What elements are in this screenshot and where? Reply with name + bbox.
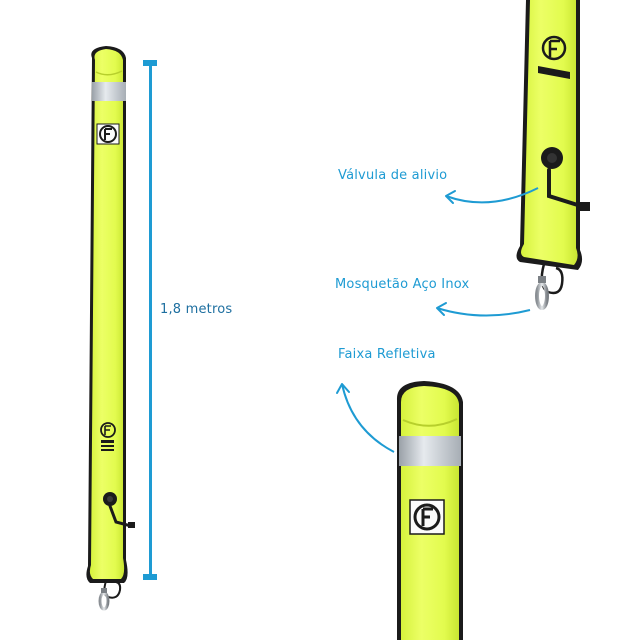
reflective-label: Faixa Refletiva	[338, 347, 436, 362]
valve-label: Válvula de alivio	[338, 168, 448, 183]
carabiner-icon	[98, 588, 110, 611]
reflective-callout-arrow	[336, 383, 395, 453]
carabiner-detail-icon	[535, 276, 549, 310]
full-buoy	[86, 46, 135, 611]
logo-band-icon	[409, 499, 445, 535]
valve-callout-arrow	[445, 187, 539, 204]
valve-hose-icon	[108, 504, 133, 528]
reflective-strip	[92, 82, 126, 101]
detail-valve-section	[516, 0, 590, 310]
height-dimension	[143, 60, 157, 580]
logo-vertical-icon	[100, 422, 116, 451]
reflective-strip-detail	[399, 436, 461, 466]
carabiner-label: Mosquetão Aço Inox	[335, 277, 470, 292]
buoy-body	[89, 49, 125, 579]
logo-detail-icon	[538, 35, 570, 79]
detail-reflective-section	[396, 381, 463, 640]
height-label: 1,8 metros	[160, 302, 233, 317]
carabiner-callout-arrow	[436, 302, 531, 317]
